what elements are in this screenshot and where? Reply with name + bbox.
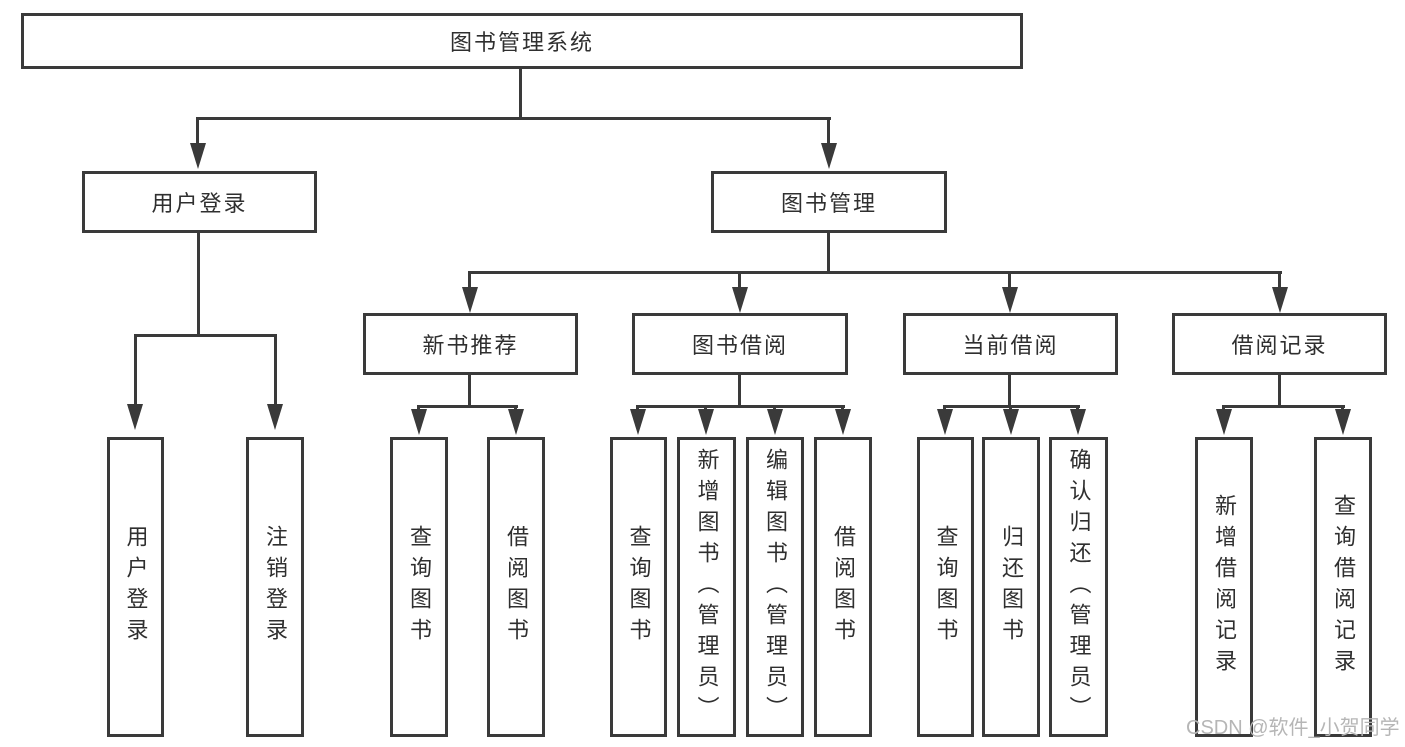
connector-shaft (134, 334, 137, 407)
node-library-system-label: 图书管理系统 (449, 30, 594, 55)
leaf-borrow-books-recommend-label: 借阅图书 (504, 525, 529, 649)
connector-user-login-split (134, 334, 277, 337)
leaf-query-books-recommend-label: 查询图书 (407, 525, 432, 649)
leaf-confirm-return-admin: 确认归还（管理员） (1049, 437, 1108, 737)
connector-new-book-recommend-split (417, 405, 518, 408)
watermark: CSDN @软件_小贺同学 (1186, 717, 1400, 739)
node-user-login-label: 用户登录 (151, 191, 248, 216)
connector-borrow-records-split (1222, 405, 1345, 408)
leaf-query-books-current-label: 查询图书 (933, 525, 959, 649)
leaf-query-books-current: 查询图书 (917, 437, 974, 737)
leaf-query-books-borrowing: 查询图书 (610, 437, 667, 737)
arrow-down-icon (462, 287, 478, 313)
arrow-down-icon (1216, 409, 1232, 435)
arrow-down-icon (127, 404, 143, 430)
leaf-confirm-return-admin-label: 确认归还（管理员） (1066, 447, 1092, 727)
node-book-borrowing-label: 图书借阅 (691, 333, 788, 358)
node-library-system: 图书管理系统 (21, 13, 1023, 69)
arrow-down-icon (767, 409, 783, 435)
leaf-query-borrow-record-label: 查询借阅记录 (1331, 494, 1356, 680)
node-new-book-recommend: 新书推荐 (363, 313, 578, 375)
connector-current-borrowing-stem (1008, 375, 1011, 408)
arrow-down-icon (698, 409, 714, 435)
connector-book-management-stem (827, 233, 830, 274)
arrow-down-icon (411, 409, 427, 435)
arrow-down-icon (1002, 287, 1018, 313)
connector-book-borrowing-stem (738, 375, 741, 408)
leaf-logout: 注销登录 (246, 437, 304, 737)
leaf-user-login-label: 用户登录 (123, 525, 149, 649)
leaf-user-login: 用户登录 (107, 437, 164, 737)
node-book-management-label: 图书管理 (780, 191, 877, 216)
connector-shaft (196, 117, 199, 147)
node-new-book-recommend-label: 新书推荐 (422, 333, 519, 358)
leaf-logout-label: 注销登录 (263, 525, 288, 649)
leaf-query-books-recommend: 查询图书 (390, 437, 448, 737)
connector-borrow-records-stem (1278, 375, 1281, 408)
connector-shaft (1278, 271, 1281, 291)
leaf-return-books: 归还图书 (982, 437, 1040, 737)
arrow-down-icon (190, 143, 206, 169)
leaf-borrow-books-borrowing: 借阅图书 (814, 437, 872, 737)
connector-shaft (1008, 271, 1011, 291)
connector-level2-split (196, 117, 831, 120)
node-book-borrowing: 图书借阅 (632, 313, 848, 375)
arrow-down-icon (732, 287, 748, 313)
arrow-down-icon (508, 409, 524, 435)
connector-shaft (468, 271, 471, 291)
node-borrow-records-label: 借阅记录 (1231, 333, 1328, 358)
connector-root-stem (519, 69, 522, 118)
arrow-down-icon (1335, 409, 1351, 435)
connector-shaft (274, 334, 277, 407)
connector-shaft (738, 271, 741, 291)
arrow-down-icon (267, 404, 283, 430)
leaf-edit-books-admin-label: 编辑图书（管理员） (763, 447, 788, 727)
arrow-down-icon (1070, 409, 1086, 435)
connector-new-book-recommend-stem (468, 375, 471, 408)
leaf-return-books-label: 归还图书 (999, 525, 1024, 649)
connector-level3-split (468, 271, 1282, 274)
node-user-login: 用户登录 (82, 171, 317, 233)
arrow-down-icon (630, 409, 646, 435)
connector-book-borrowing-split (636, 405, 845, 408)
leaf-add-books-admin: 新增图书（管理员） (677, 437, 736, 737)
connector-shaft (827, 117, 830, 147)
node-borrow-records: 借阅记录 (1172, 313, 1387, 375)
arrow-down-icon (1272, 287, 1288, 313)
leaf-add-books-admin-label: 新增图书（管理员） (694, 447, 720, 727)
node-current-borrowing-label: 当前借阅 (962, 333, 1059, 358)
leaf-borrow-books-recommend: 借阅图书 (487, 437, 545, 737)
leaf-add-borrow-record-label: 新增借阅记录 (1212, 494, 1237, 680)
node-current-borrowing: 当前借阅 (903, 313, 1118, 375)
arrow-down-icon (821, 143, 837, 169)
leaf-add-borrow-record: 新增借阅记录 (1195, 437, 1253, 737)
arrow-down-icon (1003, 409, 1019, 435)
arrow-down-icon (937, 409, 953, 435)
leaf-borrow-books-borrowing-label: 借阅图书 (831, 525, 856, 649)
node-book-management: 图书管理 (711, 171, 947, 233)
connector-user-login-stem (197, 233, 200, 336)
leaf-query-books-borrowing-label: 查询图书 (626, 525, 652, 649)
leaf-query-borrow-record: 查询借阅记录 (1314, 437, 1372, 737)
arrow-down-icon (835, 409, 851, 435)
leaf-edit-books-admin: 编辑图书（管理员） (746, 437, 804, 737)
